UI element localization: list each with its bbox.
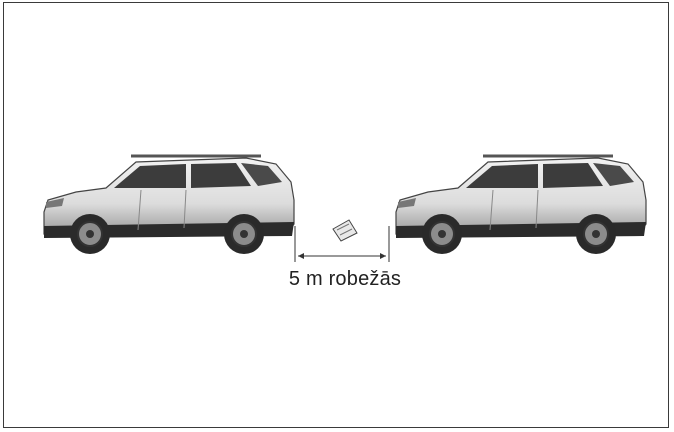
distance-label: 5 m robežās bbox=[288, 268, 402, 290]
right-suv-icon bbox=[395, 154, 647, 254]
left-suv-icon bbox=[43, 154, 295, 254]
arrow-left-head bbox=[298, 253, 304, 259]
arrow-right-head bbox=[380, 253, 386, 259]
smart-key-icon bbox=[332, 219, 358, 242]
